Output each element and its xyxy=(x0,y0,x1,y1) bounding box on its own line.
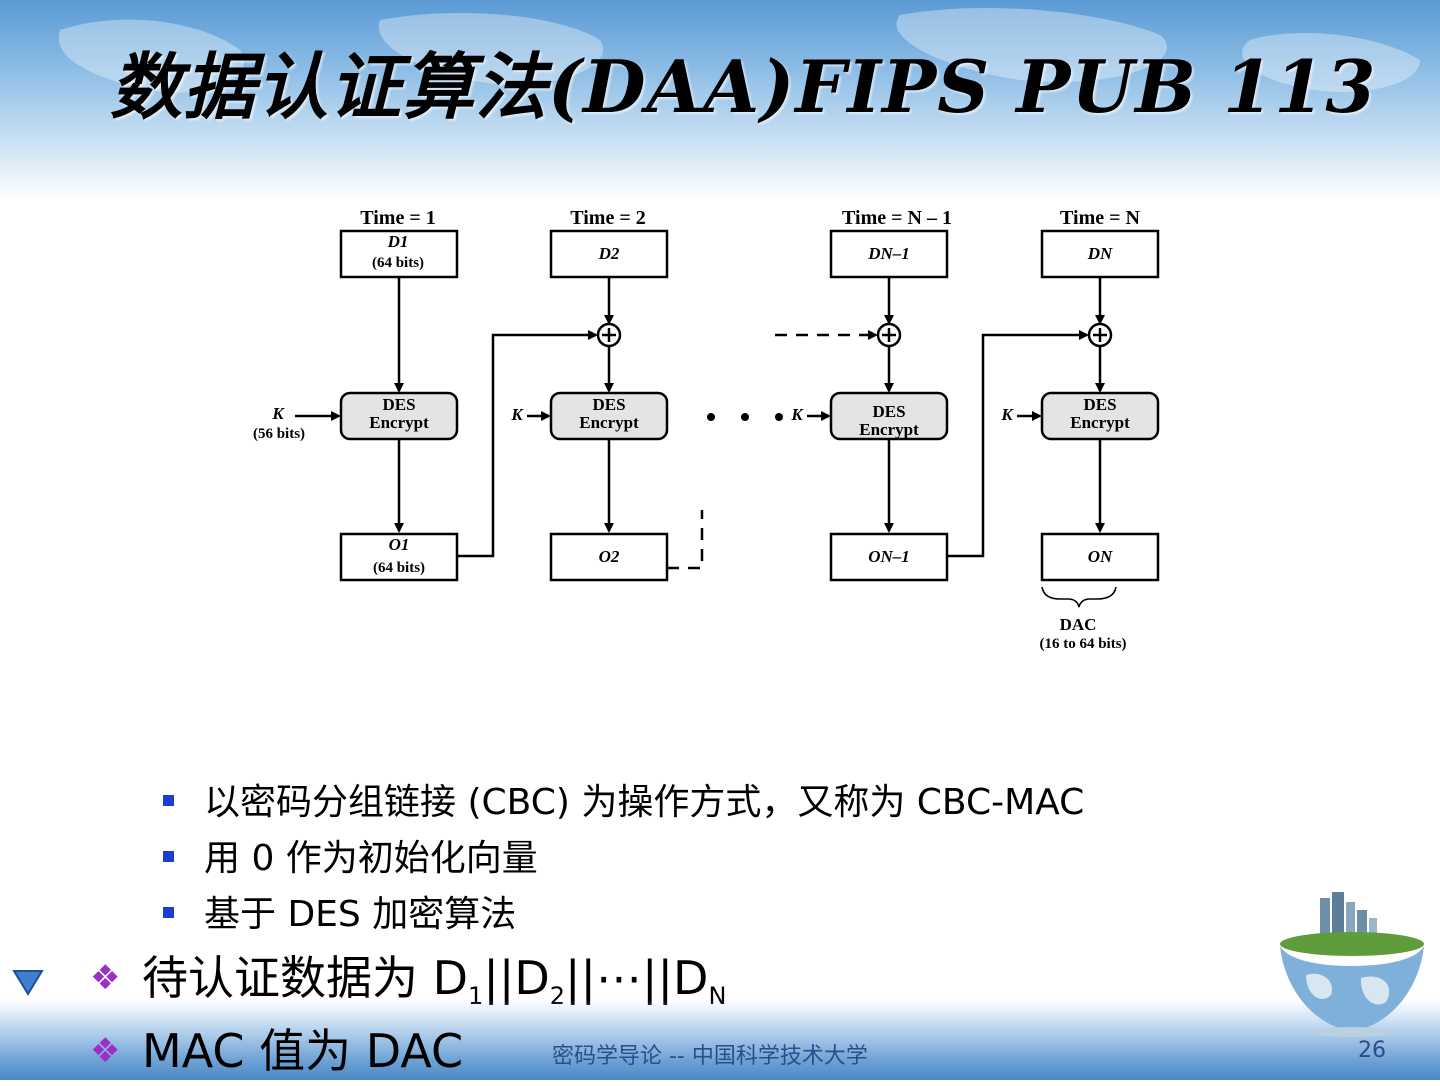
nav-down-triangle-icon[interactable] xyxy=(12,968,44,996)
globe-city-logo xyxy=(1280,892,1424,1037)
square-bullet-icon xyxy=(163,851,174,862)
time-label-1: Time = 1 xyxy=(360,207,435,229)
des-label-n1a: DES xyxy=(872,402,905,421)
feedback-o1-xor2 xyxy=(457,330,598,558)
feedback-o2-dashed xyxy=(667,510,704,570)
input-box-n-minus-1 xyxy=(829,229,949,279)
bullet-list: 以密码分组链接 (CBC) 为操作方式，又称为 CBC-MAC 用 0 作为初始… xyxy=(160,775,1260,943)
ellipsis-dot-2 xyxy=(741,413,749,421)
main-bullet-1-sep2: ||⋯||D xyxy=(565,951,709,1005)
dac-label: DAC xyxy=(1060,615,1097,634)
output-box-2 xyxy=(549,532,669,582)
feedback-on1-xorn xyxy=(947,330,1089,558)
bullet-item-1: 以密码分组链接 (CBC) 为操作方式，又称为 CBC-MAC xyxy=(160,775,1260,831)
time-label-n-minus-1: Time = N – 1 xyxy=(842,207,952,229)
output-label-2: O2 xyxy=(599,547,620,566)
dac-brace xyxy=(1041,586,1117,608)
output-box-n xyxy=(1040,532,1160,582)
key-label-1: K xyxy=(271,404,285,423)
time-label-2: Time = 2 xyxy=(570,207,645,229)
header-band xyxy=(0,0,1440,200)
output-label-n: ON xyxy=(1088,547,1113,566)
ellipsis-dot-1 xyxy=(707,413,715,421)
input-note-1: (64 bits) xyxy=(372,255,424,271)
main-bullet-mac: ❖ MAC 值为 DAC xyxy=(90,1016,463,1086)
key-label-n-minus-1: K xyxy=(790,405,804,424)
des-label-2a: DES xyxy=(592,395,625,414)
bullet-text-3: 基于 DES 加密算法 xyxy=(204,894,517,935)
diamond-bullet-icon: ❖ xyxy=(90,958,121,998)
main-bullet-2-text: MAC 值为 DAC xyxy=(142,1024,464,1078)
input-box-n xyxy=(1040,229,1160,279)
square-bullet-icon xyxy=(163,907,174,918)
input-label-2: D2 xyxy=(598,244,620,263)
des-label-1a: DES xyxy=(382,395,415,414)
page-number: 26 xyxy=(1358,1038,1386,1063)
bullet-text-2: 用 0 作为初始化向量 xyxy=(204,838,538,879)
footer-text: 密码学导论 -- 中国科学技术大学 xyxy=(552,1044,868,1069)
output-label-1: O1 xyxy=(389,535,410,554)
square-bullet-icon xyxy=(163,795,174,806)
des-label-nb: Encrypt xyxy=(1070,413,1130,432)
des-label-1b: Encrypt xyxy=(369,413,429,432)
ellipsis-dot-3 xyxy=(775,413,783,421)
des-label-na: DES xyxy=(1083,395,1116,414)
des-label-2b: Encrypt xyxy=(579,413,639,432)
footer-band xyxy=(0,1000,1440,1080)
output-note-1: (64 bits) xyxy=(373,560,425,576)
input-label-n-minus-1: DN–1 xyxy=(867,244,910,263)
dac-note: (16 to 64 bits) xyxy=(1039,636,1126,652)
output-label-n-minus-1: ON–1 xyxy=(868,547,910,566)
bullet-item-3: 基于 DES 加密算法 xyxy=(160,887,1260,943)
main-bullet-1-text: 待认证数据为 xyxy=(142,951,433,1005)
output-box-n-minus-1 xyxy=(829,532,949,582)
key-note-1: (56 bits) xyxy=(253,426,305,442)
diamond-bullet-icon: ❖ xyxy=(90,1031,121,1071)
slide-title: 数据认证算法(DAA)FIPS PUB 113 xyxy=(110,44,1377,129)
main-bullet-1-sep1: ||D xyxy=(483,951,550,1005)
main-bullet-data: ❖ 待认证数据为 D1||D2||⋯||DN xyxy=(90,943,726,1013)
des-label-n1b: Encrypt xyxy=(859,420,919,439)
key-label-2: K xyxy=(510,405,524,424)
bullet-text-1: 以密码分组链接 (CBC) 为操作方式，又称为 CBC-MAC xyxy=(204,782,1085,823)
bullet-item-2: 用 0 作为初始化向量 xyxy=(160,831,1260,887)
world-map-background xyxy=(58,7,1420,93)
main-bullet-1-d: D xyxy=(432,951,469,1005)
daa-cbc-diagram: Time = 1 Time = 2 Time = N – 1 Time = N … xyxy=(253,207,1160,652)
input-label-n: DN xyxy=(1087,244,1113,263)
key-label-n: K xyxy=(1000,405,1014,424)
input-label-1: D1 xyxy=(387,232,409,251)
time-label-n: Time = N xyxy=(1060,207,1140,229)
